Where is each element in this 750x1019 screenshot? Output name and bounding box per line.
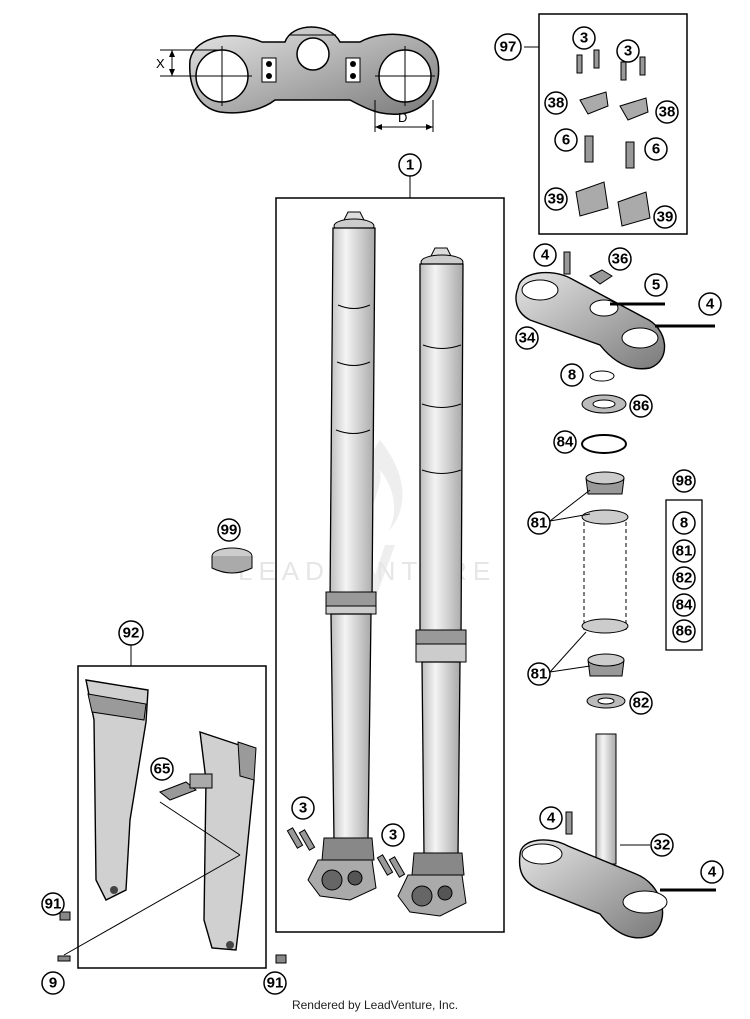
callout-4c[interactable]: 4 — [539, 806, 563, 830]
fork-guard-kit — [57, 645, 287, 969]
callout-98[interactable]: 98 — [672, 469, 696, 493]
left-fork-leg — [307, 211, 377, 901]
svg-text:3: 3 — [624, 43, 632, 60]
svg-text:84: 84 — [557, 434, 574, 451]
svg-text:81: 81 — [531, 666, 548, 683]
svg-text:4: 4 — [541, 247, 550, 264]
svg-text:91: 91 — [45, 896, 62, 913]
callout-8b[interactable]: 8 — [672, 511, 696, 535]
svg-text:36: 36 — [612, 251, 629, 268]
callout-4a[interactable]: 4 — [533, 243, 557, 267]
callout-39a[interactable]: 39 — [544, 187, 568, 211]
callout-4b[interactable]: 4 — [698, 292, 722, 316]
callout-99[interactable]: 99 — [217, 518, 241, 542]
callout-6a[interactable]: 6 — [554, 128, 578, 152]
callout-97[interactable]: 97 — [494, 33, 522, 61]
axle-clamp-bolts-right — [376, 854, 406, 878]
part-99-ring — [211, 547, 253, 574]
lower-triple-clamp — [518, 733, 716, 939]
callout-86b[interactable]: 86 — [672, 619, 696, 643]
svg-text:5: 5 — [652, 277, 660, 294]
callout-36[interactable]: 36 — [608, 247, 632, 271]
dimension-x-label: X — [156, 56, 165, 71]
svg-text:65: 65 — [154, 761, 171, 778]
fork-guard-frame — [77, 665, 267, 969]
callout-84a[interactable]: 84 — [553, 430, 577, 454]
svg-text:4: 4 — [708, 864, 717, 881]
svg-text:39: 39 — [548, 191, 565, 208]
svg-text:4: 4 — [706, 296, 715, 313]
callout-92[interactable]: 92 — [118, 620, 144, 646]
steering-bearing-stack — [581, 370, 629, 709]
callout-81a[interactable]: 81 — [527, 489, 591, 535]
callout-6b[interactable]: 6 — [644, 137, 668, 161]
svg-text:82: 82 — [676, 570, 693, 587]
footer-credit: Rendered by LeadVenture, Inc. — [291, 998, 459, 1012]
svg-text:92: 92 — [123, 625, 140, 642]
dimension-d-label: D — [398, 110, 407, 125]
svg-text:84: 84 — [676, 597, 693, 614]
callout-84b[interactable]: 84 — [672, 593, 696, 617]
svg-text:3: 3 — [580, 30, 588, 47]
svg-text:86: 86 — [633, 398, 650, 415]
svg-text:98: 98 — [676, 473, 693, 490]
callout-65[interactable]: 65 — [150, 757, 174, 781]
svg-text:6: 6 — [652, 141, 660, 158]
svg-text:38: 38 — [659, 104, 676, 121]
callout-32[interactable]: 32 — [620, 833, 674, 857]
svg-text:99: 99 — [221, 522, 238, 539]
callout-4d[interactable]: 4 — [700, 860, 724, 884]
callout-3a[interactable]: 3 — [572, 26, 596, 50]
svg-text:8: 8 — [680, 515, 688, 532]
callout-39b[interactable]: 39 — [653, 205, 677, 229]
kit-97 — [524, 13, 688, 235]
callout-8a[interactable]: 8 — [560, 363, 584, 387]
right-fork-leg — [397, 247, 467, 917]
callout-86a[interactable]: 86 — [629, 394, 653, 418]
svg-text:3: 3 — [299, 800, 307, 817]
svg-text:86: 86 — [676, 623, 693, 640]
svg-text:81: 81 — [676, 543, 693, 560]
callout-82a[interactable]: 82 — [629, 691, 653, 715]
callout-3d[interactable]: 3 — [381, 823, 405, 847]
kit-98-frame — [665, 499, 703, 651]
svg-text:32: 32 — [654, 837, 671, 854]
callout-81b[interactable]: 81 — [672, 539, 696, 563]
callout-91b[interactable]: 91 — [263, 971, 287, 995]
svg-text:97: 97 — [500, 39, 517, 56]
callout-1[interactable]: 1 — [398, 153, 422, 177]
axle-clamp-bolts-left — [286, 827, 316, 851]
callout-9[interactable]: 9 — [41, 971, 65, 995]
callout-82b[interactable]: 82 — [672, 566, 696, 590]
svg-text:6: 6 — [562, 132, 570, 149]
kit-97-frame — [538, 13, 688, 235]
top-clamp-dimension-view: X D — [156, 26, 440, 132]
upper-triple-clamp — [515, 251, 715, 370]
svg-text:81: 81 — [531, 515, 548, 532]
svg-text:38: 38 — [548, 95, 565, 112]
callout-3c[interactable]: 3 — [291, 796, 315, 820]
callout-34[interactable]: 34 — [515, 326, 539, 350]
fork-assembly — [275, 176, 505, 933]
svg-text:1: 1 — [406, 157, 414, 174]
fork-assembly-frame — [275, 197, 505, 933]
svg-text:4: 4 — [547, 810, 556, 827]
callout-38a[interactable]: 38 — [544, 91, 568, 115]
svg-text:39: 39 — [657, 209, 674, 226]
svg-text:3: 3 — [389, 827, 397, 844]
callout-3b[interactable]: 3 — [616, 39, 640, 63]
callouts: 1 97 3 3 38 38 6 6 39 39 4 36 5 4 34 8 8… — [41, 26, 724, 995]
kit-98 — [665, 499, 703, 651]
svg-text:9: 9 — [49, 975, 57, 992]
svg-text:34: 34 — [519, 330, 536, 347]
callout-91a[interactable]: 91 — [41, 892, 65, 916]
svg-text:8: 8 — [568, 367, 576, 384]
callout-5[interactable]: 5 — [644, 273, 668, 297]
callout-38b[interactable]: 38 — [655, 100, 679, 124]
callout-81c[interactable]: 81 — [527, 631, 591, 686]
svg-text:82: 82 — [633, 695, 650, 712]
svg-text:91: 91 — [267, 975, 284, 992]
